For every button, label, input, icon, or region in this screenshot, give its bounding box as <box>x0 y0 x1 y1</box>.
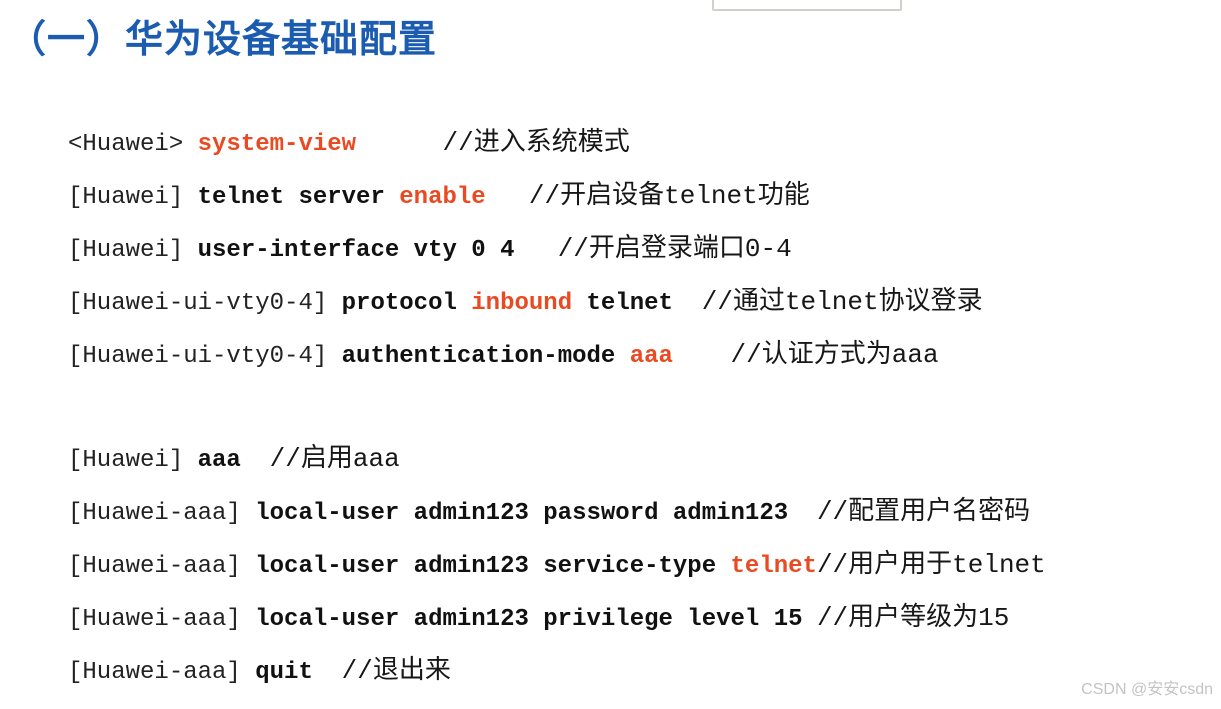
config-code-block: <Huawei> system-view //进入系统模式[Huawei] te… <box>68 128 1046 709</box>
terminal-line: [Huawei-aaa] local-user admin123 service… <box>68 550 1046 603</box>
cli-command: user-interface vty 0 4 <box>197 237 515 264</box>
highlighted-keyword: enable <box>399 184 486 211</box>
terminal-line: [Huawei] telnet server enable //开启设备teln… <box>68 181 1046 234</box>
cli-command: local-user admin123 privilege level 15 <box>255 606 803 633</box>
terminal-line: [Huawei-aaa] quit //退出来 <box>68 656 1046 709</box>
cli-spacing <box>514 237 557 264</box>
cli-prompt: [Huawei] <box>68 237 198 264</box>
watermark: CSDN @安安csdn <box>1081 681 1213 698</box>
cli-prompt: [Huawei-aaa] <box>68 553 256 580</box>
comment-text: //用户用于telnet <box>816 550 1046 580</box>
cli-command: local-user admin123 password admin123 <box>255 500 789 527</box>
cli-spacing <box>803 606 817 633</box>
comment-text: //通过telnet协议登录 <box>701 287 983 317</box>
terminal-line: [Huawei-ui-vty0-4] authentication-mode a… <box>68 340 1046 393</box>
highlighted-keyword: telnet <box>730 553 817 580</box>
cli-command: telnet server <box>197 184 400 211</box>
cli-spacing <box>673 343 731 370</box>
cli-command: telnet <box>572 290 673 317</box>
terminal-line: [Huawei] user-interface vty 0 4 //开启登录端口… <box>68 234 1046 287</box>
cli-command: authentication-mode <box>341 343 630 370</box>
terminal-line: [Huawei-aaa] local-user admin123 privile… <box>68 603 1046 656</box>
cli-spacing <box>356 131 442 158</box>
cli-prompt: [Huawei] <box>68 184 198 211</box>
cli-spacing <box>788 500 817 527</box>
comment-text: //配置用户名密码 <box>816 497 1031 527</box>
cli-prompt: [Huawei-aaa] <box>68 659 256 686</box>
terminal-line: [Huawei-ui-vty0-4] protocol inbound teln… <box>68 287 1046 340</box>
highlighted-keyword: aaa <box>629 343 673 370</box>
cli-prompt: [Huawei-ui-vty0-4] <box>68 343 342 370</box>
comment-text: //退出来 <box>341 656 451 686</box>
cli-command: quit <box>255 659 313 686</box>
comment-text: //开启登录端口0-4 <box>557 234 792 264</box>
comment-text: //进入系统模式 <box>442 128 630 158</box>
cropped-popup-box <box>712 0 902 11</box>
cli-spacing <box>241 447 270 474</box>
page-title: （一）华为设备基础配置 <box>8 19 438 61</box>
cli-command: aaa <box>197 447 241 474</box>
terminal-line: [Huawei-aaa] local-user admin123 passwor… <box>68 497 1046 550</box>
cli-prompt: [Huawei-ui-vty0-4] <box>68 290 342 317</box>
terminal-line: [Huawei] aaa //启用aaa <box>68 444 1046 497</box>
highlighted-keyword: system-view <box>197 131 357 158</box>
cli-spacing <box>486 184 529 211</box>
terminal-line: <Huawei> system-view //进入系统模式 <box>68 128 1046 181</box>
comment-text: //认证方式为aaa <box>730 340 939 370</box>
highlighted-keyword: inbound <box>471 290 573 317</box>
comment-text: //用户等级为15 <box>816 603 1010 633</box>
cli-command: local-user admin123 service-type <box>255 553 731 580</box>
comment-text: //启用aaa <box>269 444 400 474</box>
cli-spacing <box>673 290 702 317</box>
cli-command: protocol <box>341 290 472 317</box>
cli-prompt: [Huawei-aaa] <box>68 606 256 633</box>
cli-prompt: <Huawei> <box>68 131 198 158</box>
cli-spacing <box>313 659 342 686</box>
cli-prompt: [Huawei] <box>68 447 198 474</box>
blank-line <box>68 393 1046 444</box>
cli-prompt: [Huawei-aaa] <box>68 500 256 527</box>
comment-text: //开启设备telnet功能 <box>528 181 810 211</box>
